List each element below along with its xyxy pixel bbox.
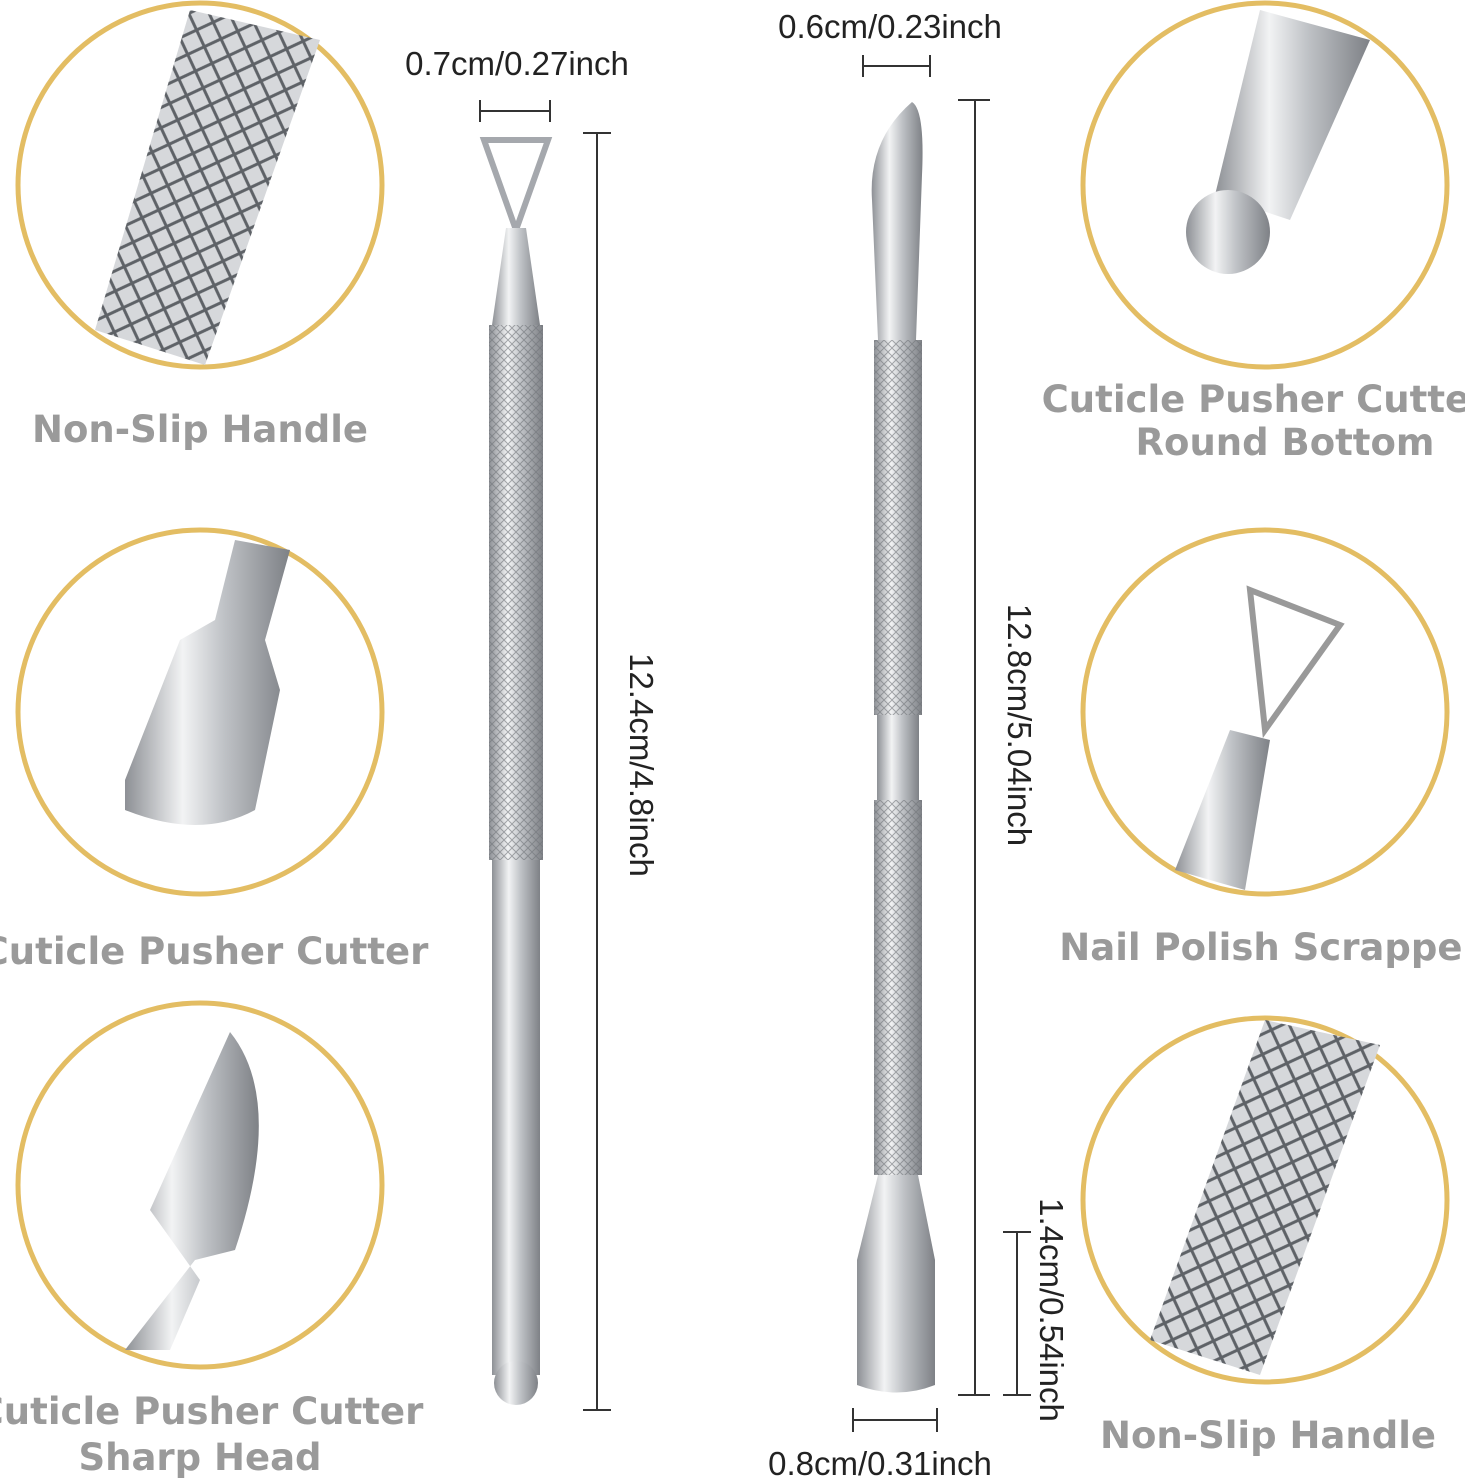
dimension-lines — [479, 55, 1031, 1432]
tool-2-cuticle-pusher — [857, 102, 935, 1393]
detail-circle-scraper — [1080, 527, 1450, 897]
detail-circle-non-slip-handle — [15, 0, 385, 370]
dim-tool1-length: 12.4cm/4.8inch — [623, 653, 660, 877]
detail-circle-cuticle-pusher — [15, 527, 385, 897]
dim-tool2-head-length: 1.4cm/0.54inch — [1033, 1198, 1070, 1422]
label-non-slip-handle: Non-Slip Handle — [32, 408, 368, 451]
tool-1-scraper-pusher — [479, 137, 553, 1405]
dim-tool1-width: 0.7cm/0.27inch — [405, 45, 629, 82]
label-round-bottom-line2: Round Bottom — [1136, 421, 1435, 464]
dim-tool2-top-width: 0.6cm/0.23inch — [778, 8, 1002, 45]
label-sharp-head-line1: Cuticle Pusher Cutter — [0, 1390, 424, 1433]
dim-tool2-length: 12.8cm/5.04inch — [1001, 604, 1038, 846]
dim-tool2-bottom-width: 0.8cm/0.31inch — [768, 1445, 992, 1482]
detail-circle-round-bottom — [1080, 0, 1450, 370]
detail-circle-non-slip-handle-2 — [1080, 1015, 1450, 1385]
label-round-bottom-line1: Cuticle Pusher Cutter — [1042, 378, 1465, 421]
label-sharp-head-line2: Sharp Head — [78, 1436, 321, 1479]
label-non-slip-handle-2: Non-Slip Handle — [1100, 1414, 1436, 1457]
label-nail-polish-scrapper: Nail Polish Scrapper — [1059, 926, 1465, 969]
label-cuticle-pusher-cutter: Cuticle Pusher Cutter — [0, 930, 429, 973]
detail-circle-sharp-head — [15, 1000, 385, 1370]
